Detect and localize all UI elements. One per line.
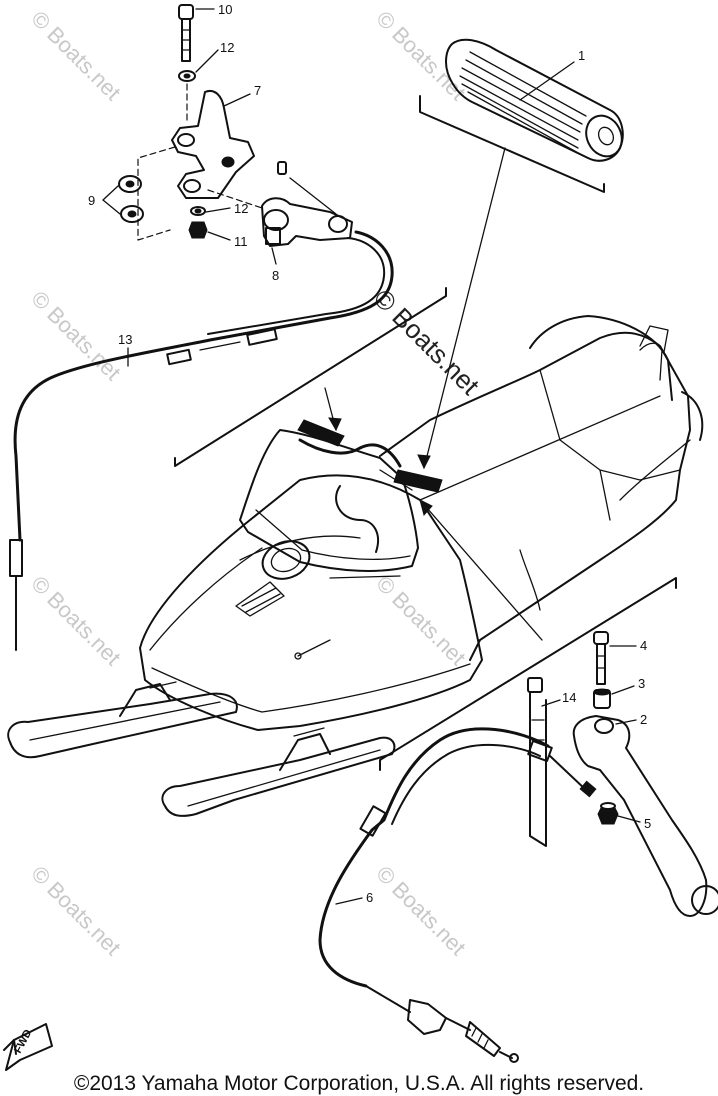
watermark-dark: © Boats.net xyxy=(368,283,486,401)
callout-8: 8 xyxy=(272,268,279,283)
callout-labels: 1 2 3 4 5 6 7 8 9 10 11 12 12 13 14 xyxy=(88,2,651,905)
callout-10: 10 xyxy=(218,2,232,17)
watermark: © Boats.net xyxy=(371,571,470,670)
callout-3: 3 xyxy=(638,676,645,691)
watermark: © Boats.net xyxy=(371,6,470,105)
lever-holder-part-8 xyxy=(261,161,353,247)
callout-12-lower: 12 xyxy=(234,201,248,216)
watermark: © Boats.net xyxy=(26,6,125,105)
bracket-part-7 xyxy=(171,90,255,199)
forward-direction-arrow: FWD xyxy=(3,1023,53,1071)
guide-lines xyxy=(174,147,677,771)
callout-9: 9 xyxy=(88,193,95,208)
callout-11: 11 xyxy=(234,234,248,249)
watermark: © Boats.net xyxy=(371,861,470,960)
callout-13: 13 xyxy=(118,332,132,347)
nut-part-5 xyxy=(597,802,619,825)
bushings-part-9 xyxy=(102,146,176,241)
watermark: © Boats.net xyxy=(26,571,125,670)
callout-leaders xyxy=(127,8,641,905)
callout-6: 6 xyxy=(366,890,373,905)
grip-part-1 xyxy=(419,38,624,193)
collar-part-3 xyxy=(593,688,611,709)
snowmobile-illustration xyxy=(7,315,704,817)
strap-part-14 xyxy=(527,677,547,847)
bolt-part-4 xyxy=(593,631,609,685)
brake-cable-part-6 xyxy=(318,727,597,1063)
washer-part-12-upper xyxy=(178,70,196,123)
callout-14: 14 xyxy=(562,690,576,705)
cable-part-13 xyxy=(9,230,394,651)
callout-4: 4 xyxy=(640,638,647,653)
nut-part-11 xyxy=(188,221,208,239)
callout-2: 2 xyxy=(640,712,647,727)
callout-12-upper: 12 xyxy=(220,40,234,55)
brake-lever-part-2 xyxy=(572,715,718,917)
callout-7: 7 xyxy=(254,83,261,98)
callout-5: 5 xyxy=(644,816,651,831)
callout-1: 1 xyxy=(578,48,585,63)
bolt-part-10 xyxy=(178,4,194,62)
copyright-notice: ©2013 Yamaha Motor Corporation, U.S.A. A… xyxy=(73,1072,645,1095)
fwd-label: FWD xyxy=(12,1028,34,1056)
washer-part-12-lower xyxy=(190,206,206,216)
watermark: © Boats.net xyxy=(26,861,125,960)
